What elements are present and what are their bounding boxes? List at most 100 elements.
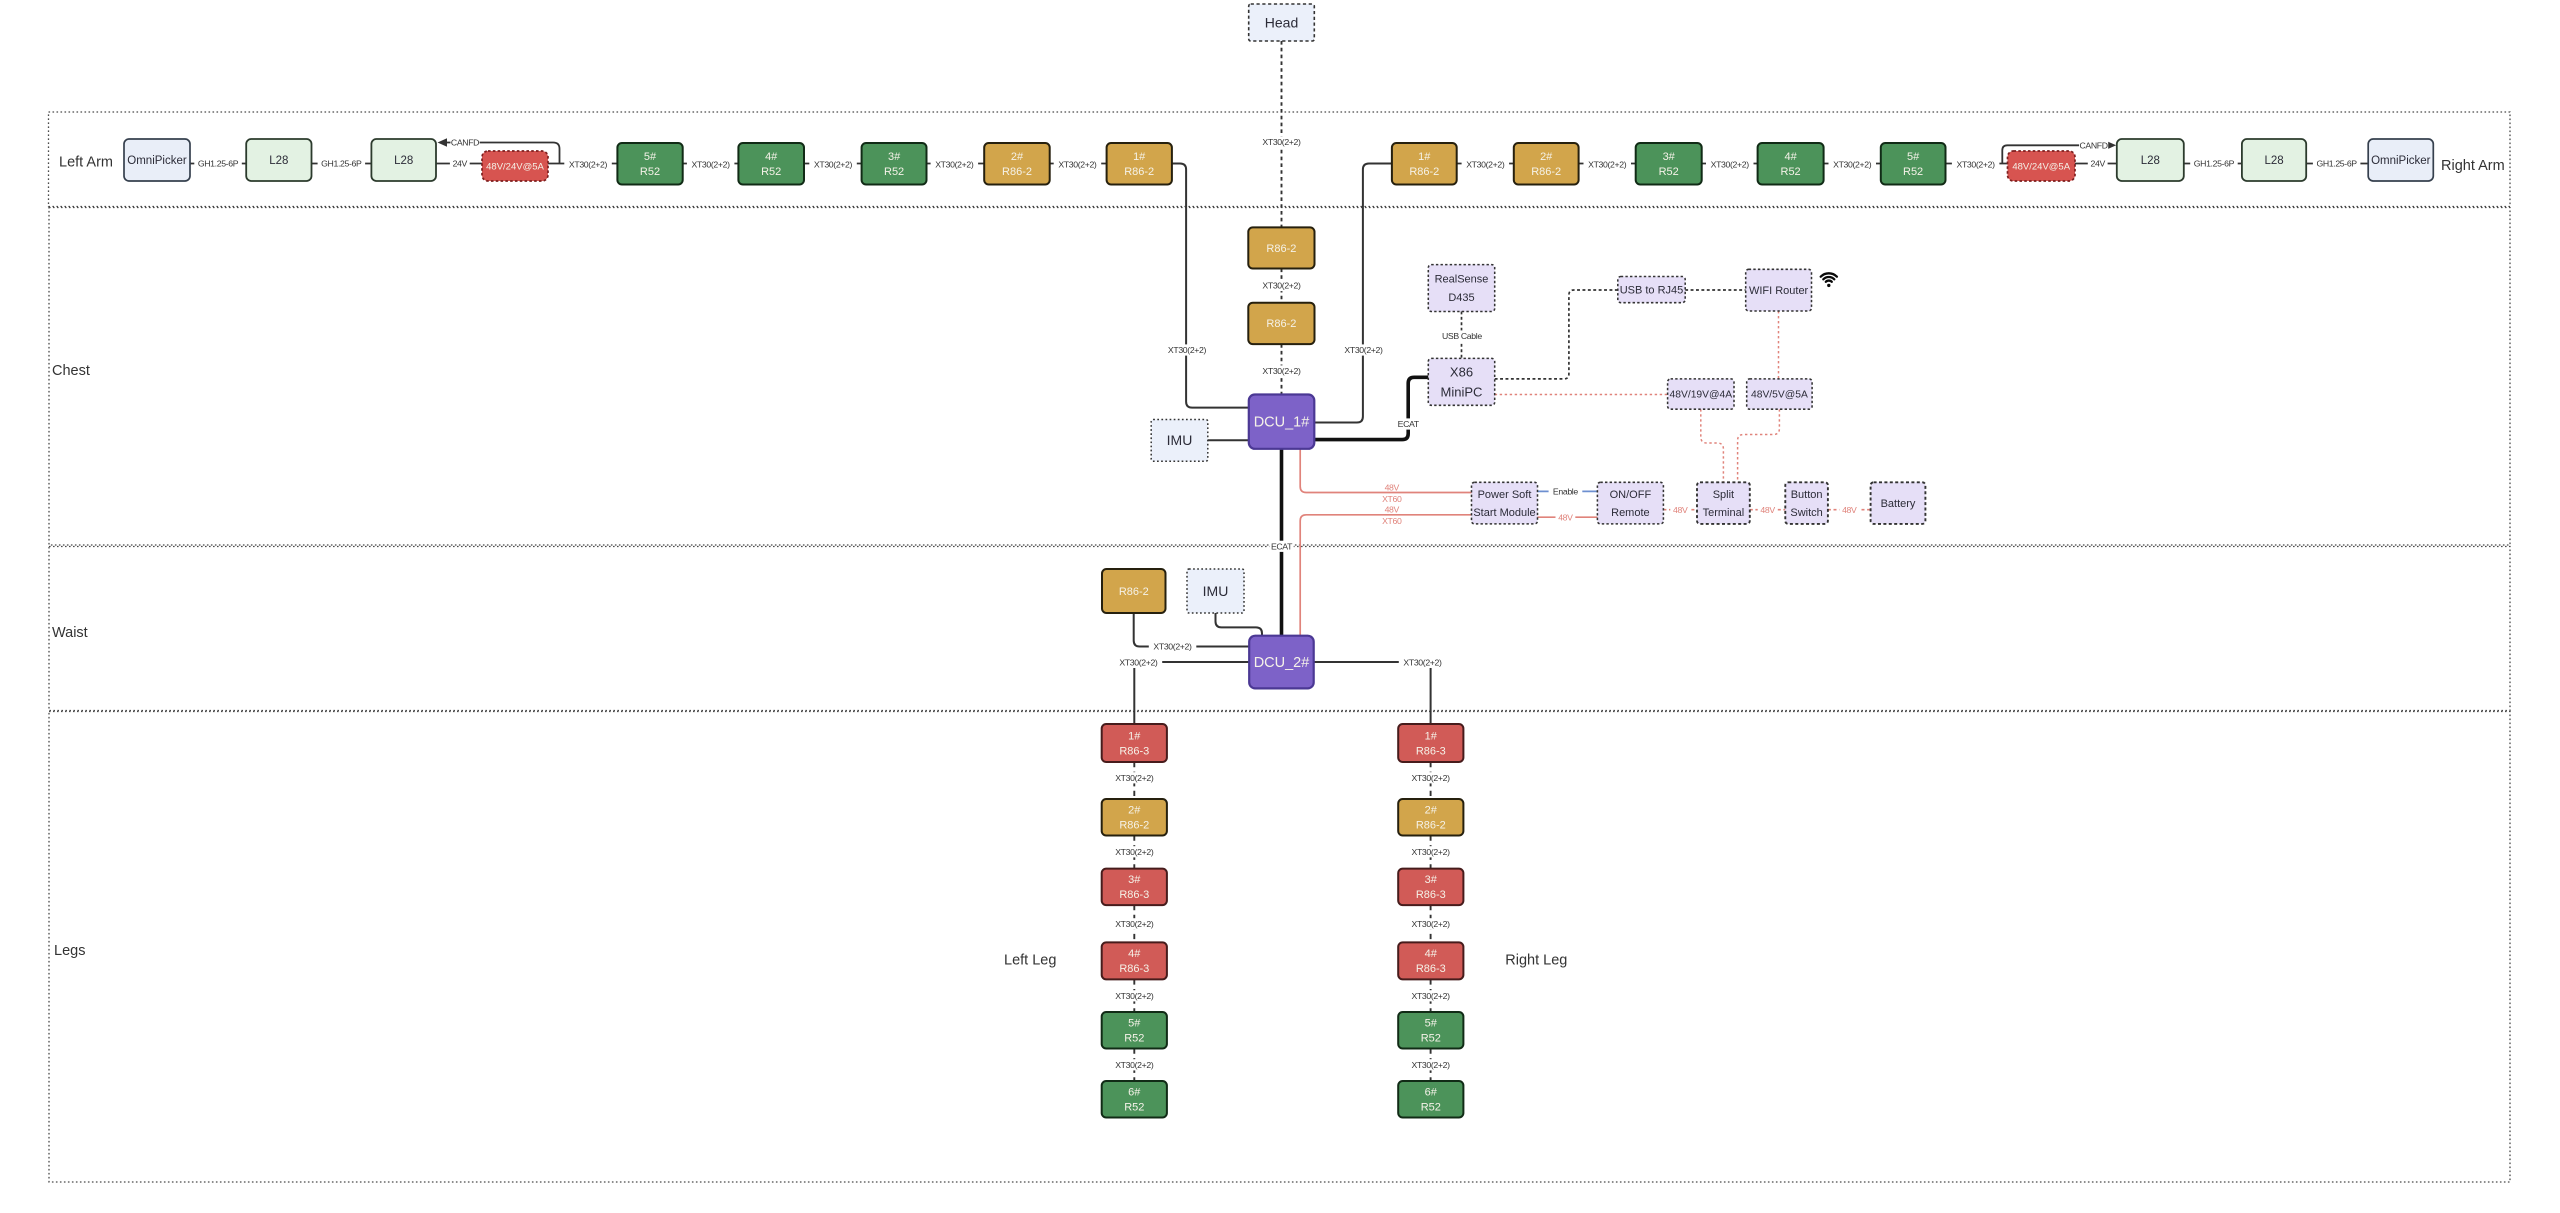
svg-text:ECAT: ECAT — [1271, 541, 1293, 551]
svg-text:48V: 48V — [1673, 505, 1688, 515]
svg-text:R86-2: R86-2 — [1002, 166, 1032, 178]
svg-text:XT30(2+2): XT30(2+2) — [814, 160, 853, 170]
svg-text:1#: 1# — [1418, 151, 1431, 163]
svg-text:XT60: XT60 — [1382, 516, 1402, 526]
svg-text:2#: 2# — [1540, 151, 1553, 163]
svg-text:R52: R52 — [1781, 166, 1801, 178]
svg-text:5#: 5# — [1128, 1018, 1141, 1030]
svg-text:R86-3: R86-3 — [1416, 963, 1446, 975]
svg-text:48V: 48V — [1385, 482, 1400, 492]
svg-text:ON/OFF: ON/OFF — [1610, 489, 1652, 501]
svg-text:XT30(2+2): XT30(2+2) — [1115, 1060, 1154, 1070]
svg-text:L28: L28 — [269, 155, 288, 167]
svg-text:R52: R52 — [1421, 1102, 1441, 1114]
svg-text:48V: 48V — [1385, 505, 1400, 515]
svg-text:24V: 24V — [453, 159, 468, 169]
svg-text:48V/24V@5A: 48V/24V@5A — [2012, 161, 2070, 172]
svg-text:Right Arm: Right Arm — [2441, 158, 2505, 174]
svg-text:XT30(2+2): XT30(2+2) — [1168, 345, 1207, 355]
svg-text:Remote: Remote — [1611, 507, 1650, 519]
svg-text:XT30(2+2): XT30(2+2) — [1588, 160, 1627, 170]
svg-text:L28: L28 — [394, 155, 413, 167]
svg-text:Waist: Waist — [52, 625, 88, 641]
svg-text:MiniPC: MiniPC — [1441, 384, 1483, 399]
svg-text:XT30(2+2): XT30(2+2) — [1403, 658, 1442, 668]
svg-text:XT30(2+2): XT30(2+2) — [1957, 160, 1996, 170]
svg-text:X86: X86 — [1450, 364, 1473, 379]
svg-text:WIFI Router: WIFI Router — [1749, 285, 1809, 297]
svg-text:3#: 3# — [1663, 151, 1676, 163]
svg-text:3#: 3# — [888, 151, 901, 163]
svg-text:3#: 3# — [1425, 874, 1438, 886]
svg-text:DCU_1#: DCU_1# — [1254, 415, 1310, 431]
svg-text:2#: 2# — [1128, 805, 1141, 817]
svg-text:Switch: Switch — [1790, 507, 1822, 519]
svg-text:R52: R52 — [1659, 166, 1679, 178]
svg-text:Terminal: Terminal — [1703, 507, 1745, 519]
svg-text:R86-3: R86-3 — [1416, 745, 1446, 757]
svg-text:XT30(2+2): XT30(2+2) — [1119, 658, 1158, 668]
svg-text:48V: 48V — [1558, 512, 1573, 522]
svg-text:XT30(2+2): XT30(2+2) — [1115, 847, 1154, 857]
svg-text:IMU: IMU — [1203, 583, 1229, 599]
svg-text:Power Soft: Power Soft — [1478, 489, 1532, 501]
svg-text:48V/19V@4A: 48V/19V@4A — [1670, 390, 1733, 401]
svg-text:XT30(2+2): XT30(2+2) — [935, 160, 974, 170]
svg-text:Split: Split — [1713, 489, 1734, 501]
svg-text:XT30(2+2): XT30(2+2) — [1262, 281, 1301, 291]
svg-text:DCU_2#: DCU_2# — [1254, 655, 1310, 671]
svg-text:48V: 48V — [1842, 505, 1857, 515]
svg-text:XT30(2+2): XT30(2+2) — [1412, 919, 1451, 929]
svg-text:XT30(2+2): XT30(2+2) — [1115, 991, 1154, 1001]
svg-text:XT30(2+2): XT30(2+2) — [1262, 137, 1301, 147]
svg-text:Left Leg: Left Leg — [1004, 953, 1056, 969]
svg-text:RealSense: RealSense — [1435, 274, 1489, 286]
svg-text:XT30(2+2): XT30(2+2) — [569, 160, 608, 170]
svg-text:R52: R52 — [761, 166, 781, 178]
svg-text:Start Module: Start Module — [1473, 507, 1535, 519]
svg-text:GH1.25-6P: GH1.25-6P — [2316, 159, 2357, 169]
svg-text:L28: L28 — [2141, 155, 2160, 167]
svg-text:4#: 4# — [765, 151, 778, 163]
svg-text:R86-3: R86-3 — [1416, 889, 1446, 901]
svg-text:XT30(2+2): XT30(2+2) — [1711, 160, 1750, 170]
svg-text:48V/5V@5A: 48V/5V@5A — [1751, 390, 1808, 401]
svg-text:Left Arm: Left Arm — [59, 155, 113, 171]
svg-text:2#: 2# — [1425, 805, 1438, 817]
svg-text:R52: R52 — [884, 166, 904, 178]
svg-text:L28: L28 — [2265, 155, 2284, 167]
svg-text:XT30(2+2): XT30(2+2) — [692, 160, 731, 170]
svg-text:XT30(2+2): XT30(2+2) — [1115, 773, 1154, 783]
svg-text:XT60: XT60 — [1382, 494, 1402, 504]
svg-text:R52: R52 — [1124, 1102, 1144, 1114]
svg-text:GH1.25-6P: GH1.25-6P — [198, 159, 239, 169]
svg-text:1#: 1# — [1128, 730, 1141, 742]
svg-text:R86-3: R86-3 — [1119, 889, 1149, 901]
svg-text:R86-2: R86-2 — [1409, 166, 1439, 178]
svg-text:Battery: Battery — [1881, 498, 1916, 510]
svg-text:XT30(2+2): XT30(2+2) — [1262, 366, 1301, 376]
svg-text:48V: 48V — [1760, 505, 1775, 515]
svg-text:XT30(2+2): XT30(2+2) — [1833, 160, 1872, 170]
svg-text:XT30(2+2): XT30(2+2) — [1153, 642, 1192, 652]
svg-text:R86-2: R86-2 — [1266, 318, 1296, 330]
svg-text:Chest: Chest — [52, 363, 90, 379]
svg-text:24V: 24V — [2090, 159, 2105, 169]
svg-text:R86-2: R86-2 — [1119, 586, 1149, 598]
svg-text:1#: 1# — [1133, 151, 1146, 163]
svg-text:XT30(2+2): XT30(2+2) — [1412, 773, 1451, 783]
svg-text:OmniPicker: OmniPicker — [127, 155, 187, 167]
svg-text:USB to RJ45: USB to RJ45 — [1620, 285, 1684, 297]
svg-text:R86-2: R86-2 — [1531, 166, 1561, 178]
svg-text:1#: 1# — [1425, 730, 1438, 742]
svg-text:Enable: Enable — [1553, 487, 1578, 497]
svg-text:XT30(2+2): XT30(2+2) — [1466, 160, 1505, 170]
svg-text:48V/24V@5A: 48V/24V@5A — [486, 161, 544, 172]
svg-text:XT30(2+2): XT30(2+2) — [1412, 847, 1451, 857]
svg-text:R86-2: R86-2 — [1119, 820, 1149, 832]
svg-text:4#: 4# — [1128, 948, 1141, 960]
svg-text:R52: R52 — [640, 166, 660, 178]
svg-text:3#: 3# — [1128, 874, 1141, 886]
svg-text:IMU: IMU — [1167, 432, 1193, 448]
svg-text:XT30(2+2): XT30(2+2) — [1412, 1060, 1451, 1070]
